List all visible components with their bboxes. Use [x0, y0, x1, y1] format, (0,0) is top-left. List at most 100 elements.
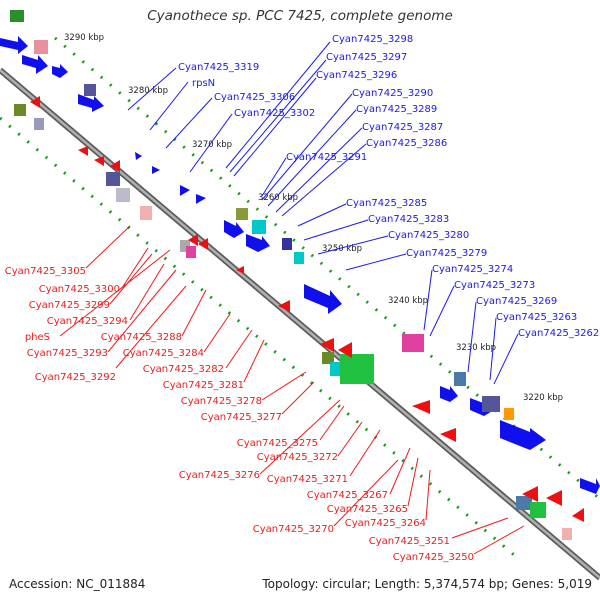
- feature-block: [330, 362, 342, 376]
- gene-label-rev[interactable]: Cyan7425_3270: [253, 524, 334, 535]
- gene-label-fwd[interactable]: Cyan7425_3285: [346, 198, 427, 209]
- gene-label-rev[interactable]: Cyan7425_3294: [47, 316, 128, 327]
- feature-blocks: [10, 10, 572, 540]
- feature-block: [34, 118, 44, 130]
- gene-label-rev[interactable]: Cyan7425_3251: [369, 536, 450, 547]
- feature-arrow-fwd: [0, 36, 28, 54]
- leader-line: [489, 317, 497, 381]
- leader-line: [275, 127, 363, 213]
- gene-label-fwd[interactable]: Cyan7425_3274: [432, 264, 513, 275]
- gene-label-rev[interactable]: pheS: [25, 332, 50, 343]
- gene-label-rev[interactable]: Cyan7425_3281: [163, 380, 244, 391]
- gene-label-fwd[interactable]: Cyan7425_3269: [476, 296, 557, 307]
- gene-label-rev[interactable]: Cyan7425_3277: [201, 412, 282, 423]
- gene-label-rev[interactable]: Cyan7425_3284: [123, 348, 204, 359]
- gene-label-fwd[interactable]: Cyan7425_3283: [368, 214, 449, 225]
- gene-label-fwd[interactable]: Cyan7425_3286: [366, 138, 447, 149]
- leader-line: [109, 253, 153, 305]
- gene-label-fwd[interactable]: Cyan7425_3306: [214, 92, 295, 103]
- leader-line: [149, 81, 189, 131]
- reverse-gene-text: Cyan7425_3305 Cyan7425_3300 Cyan7425_329…: [5, 266, 474, 563]
- forward-gene-text: Cyan7425_3319 rpsN Cyan7425_3306 Cyan742…: [178, 34, 599, 339]
- leader-line: [493, 333, 519, 385]
- backbone-group: [0, 67, 600, 581]
- gene-label-fwd[interactable]: Cyan7425_3262: [518, 328, 599, 339]
- feature-arrow-fwd: [152, 166, 160, 174]
- gene-label-fwd[interactable]: rpsN: [192, 78, 215, 89]
- kbp-labels: 3290 kbp 3280 kbp 3270 kbp 3260 kbp 3250…: [64, 33, 563, 403]
- feature-arrow-rev: [198, 238, 208, 250]
- gene-label-fwd[interactable]: Cyan7425_3319: [178, 62, 259, 73]
- feature-arrow-rev: [320, 338, 334, 352]
- gene-label-fwd[interactable]: Cyan7425_3302: [234, 108, 315, 119]
- feature-arrow-fwd: [580, 478, 600, 494]
- gene-label-rev[interactable]: Cyan7425_3288: [101, 332, 182, 343]
- gene-label-fwd[interactable]: Cyan7425_3289: [356, 104, 437, 115]
- gene-label-rev[interactable]: Cyan7425_3267: [307, 490, 388, 501]
- gene-label-rev[interactable]: Cyan7425_3272: [257, 452, 338, 463]
- leader-line: [261, 157, 287, 197]
- gene-label-fwd[interactable]: Cyan7425_3298: [332, 34, 413, 45]
- gene-label-rev[interactable]: Cyan7425_3292: [35, 372, 116, 383]
- gene-label-fwd[interactable]: Cyan7425_3263: [496, 312, 577, 323]
- map-title: Cyanothece sp. PCC 7425, complete genome: [147, 8, 453, 24]
- kbp-label: 3250 kbp: [322, 244, 362, 254]
- leader-line: [389, 447, 411, 495]
- gene-label-rev[interactable]: Cyan7425_3264: [345, 518, 426, 529]
- reverse-gene-leaders: [59, 225, 525, 555]
- gene-label-rev[interactable]: Cyan7425_3300: [39, 284, 120, 295]
- feature-block: [482, 396, 500, 412]
- leader-line: [429, 285, 455, 337]
- gene-label-fwd[interactable]: Cyan7425_3279: [406, 248, 487, 259]
- leader-line: [165, 97, 213, 149]
- feature-arrow-rev: [30, 96, 40, 108]
- gene-label-rev[interactable]: Cyan7425_3250: [393, 552, 474, 563]
- leader-line: [333, 459, 399, 527]
- feature-block: [14, 104, 26, 116]
- gene-label-fwd[interactable]: Cyan7425_3273: [454, 280, 535, 291]
- feature-block: [294, 252, 304, 264]
- gene-label-rev[interactable]: Cyan7425_3299: [29, 300, 110, 311]
- leader-line: [345, 253, 407, 271]
- feature-block: [322, 352, 334, 364]
- gene-label-fwd[interactable]: Cyan7425_3280: [388, 230, 469, 241]
- kbp-label: 3260 kbp: [258, 193, 298, 203]
- leader-line: [261, 371, 307, 401]
- leader-line: [261, 93, 353, 201]
- gene-label-rev[interactable]: Cyan7425_3275: [237, 438, 318, 449]
- leader-line: [243, 339, 265, 383]
- genome-backbone-highlight: [0, 69, 600, 579]
- gene-label-fwd[interactable]: Cyan7425_3297: [326, 52, 407, 63]
- leader-line: [451, 517, 509, 539]
- feature-block: [106, 172, 120, 186]
- leader-line: [225, 41, 331, 169]
- leader-line: [297, 203, 347, 227]
- leader-line: [303, 219, 369, 241]
- leader-line: [281, 381, 315, 415]
- feature-block: [186, 246, 196, 258]
- gene-label-fwd[interactable]: Cyan7425_3290: [352, 88, 433, 99]
- gene-label-rev[interactable]: Cyan7425_3276: [179, 470, 260, 481]
- gene-label-rev[interactable]: Cyan7425_3305: [5, 266, 86, 277]
- leader-line: [107, 269, 177, 353]
- topology-label: Topology: circular; Length: 5,374,574 bp…: [262, 577, 592, 591]
- leader-line: [337, 421, 363, 457]
- gene-label-fwd[interactable]: Cyan7425_3296: [316, 70, 397, 81]
- leader-line: [407, 457, 419, 507]
- feature-arrow-rev: [94, 156, 104, 166]
- forward-gene-labels: [127, 41, 519, 385]
- gene-label-rev[interactable]: Cyan7425_3278: [181, 396, 262, 407]
- feature-block: [340, 354, 374, 384]
- gene-label-rev[interactable]: Cyan7425_3282: [143, 364, 224, 375]
- feature-arrow-rev: [522, 486, 538, 502]
- gene-label-rev[interactable]: Cyan7425_3265: [327, 504, 408, 515]
- gene-label-fwd[interactable]: Cyan7425_3291: [286, 152, 367, 163]
- leader-line: [281, 143, 367, 217]
- feature-arrow-rev: [338, 342, 352, 358]
- gene-label-rev[interactable]: Cyan7425_3271: [267, 474, 348, 485]
- feature-arrow-rev: [546, 490, 562, 506]
- gene-label-rev[interactable]: Cyan7425_3293: [27, 348, 108, 359]
- gene-label-fwd[interactable]: Cyan7425_3287: [362, 122, 443, 133]
- leader-line: [259, 399, 341, 475]
